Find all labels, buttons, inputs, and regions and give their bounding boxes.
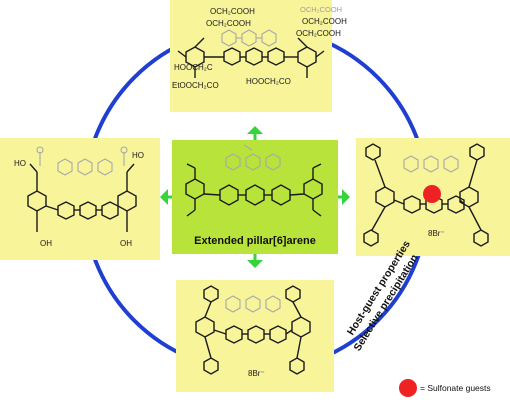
legend-dot: [399, 379, 417, 397]
top-group-5: HOOCH₂C: [174, 63, 213, 72]
left-group-2: HO: [132, 151, 144, 160]
bottom-rear-structure: [225, 295, 281, 313]
arrow-right: [338, 189, 350, 205]
left-group-4: OH: [120, 239, 132, 248]
legend: = Sulfonate guests: [399, 379, 491, 397]
top-group-1: OCH₂COOH: [210, 7, 255, 16]
sulfonate-guest-dot: [423, 185, 441, 203]
center-rear-structure: [225, 144, 281, 171]
top-group-4: OCH₂COOH: [296, 29, 341, 38]
top-front-structure: [177, 37, 325, 78]
top-group-2: OCH₂COOH: [206, 19, 251, 28]
green-arrows: [160, 126, 350, 268]
top-panel-background: [170, 0, 332, 112]
left-panel-background: [0, 138, 160, 260]
center-label: Extended pillar[6]arene: [194, 235, 316, 247]
left-rear-structure: [36, 146, 128, 176]
left-group-1: HO: [14, 159, 26, 168]
arrow-up: [247, 126, 263, 140]
left-front-structure: [27, 163, 137, 232]
right-panel: 8Br⁻: [356, 138, 510, 256]
left-panel: HO HO OH OH: [0, 138, 160, 260]
bottom-counterion: 8Br⁻: [248, 369, 265, 378]
right-rear-structure: [403, 155, 459, 173]
legend-label: = Sulfonate guests: [420, 383, 491, 393]
arrow-down: [247, 254, 263, 268]
svg-text:OCH₂COOH: OCH₂COOH: [300, 5, 342, 14]
center-front-structure: [185, 163, 323, 217]
bottom-front-structure: [195, 285, 311, 375]
top-panel: OCH₂COOH OCH₂COOH OCH₂COOH OCH₂COOH OCH₂…: [170, 0, 347, 112]
arrow-left: [160, 189, 172, 205]
center-panel: Extended pillar[6]arene: [172, 140, 338, 254]
top-rear-biphenyl: [221, 29, 277, 47]
top-group-3: OCH₂COOH: [302, 17, 347, 26]
right-front-structure: [363, 143, 489, 247]
top-group-6: EtOOCH₂CO: [172, 81, 219, 90]
right-counterion: 8Br⁻: [428, 229, 445, 238]
top-group-7: HOOCH₂CO: [246, 77, 291, 86]
bottom-panel: 8Br⁻: [176, 280, 334, 392]
left-group-3: OH: [40, 239, 52, 248]
